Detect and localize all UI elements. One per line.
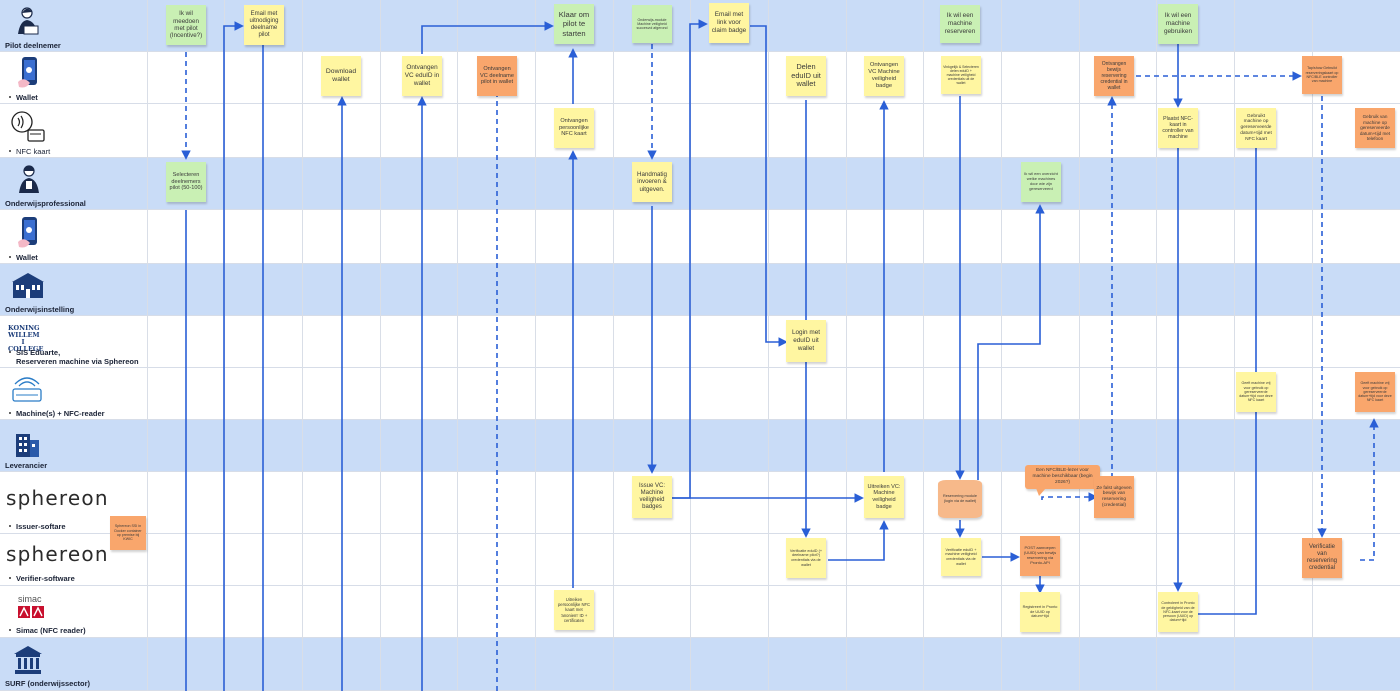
sticky-note[interactable]: Selecteren deelnemers pilot (50-100) bbox=[166, 162, 206, 202]
simac-logo-text: simac bbox=[18, 594, 42, 604]
lane-label-wallet: Wallet bbox=[16, 93, 38, 102]
sticky-note[interactable]: Onderwijs-module Machine veiligheid succ… bbox=[632, 5, 672, 43]
lane-label-nfc-kaart: NFC kaart bbox=[16, 147, 51, 156]
koning-willem-logo-text: KONING WILLEM I COLLEGE bbox=[8, 324, 44, 353]
lane-label-sis-eduarte: SIS Eduarte, bbox=[16, 348, 61, 357]
grid-line bbox=[457, 0, 458, 691]
grid-line bbox=[846, 0, 847, 691]
sticky-note[interactable]: Controleert in Pronto de geldigheid van … bbox=[1158, 592, 1198, 632]
sticky-note[interactable]: Tap/show Gebruikt reserveringskaart op N… bbox=[1302, 56, 1342, 94]
koning-willem-logo: KONING WILLEM I COLLEGE bbox=[8, 325, 44, 353]
sphereon-logo-text: sphereon bbox=[6, 486, 109, 510]
nfc-card-icon bbox=[10, 108, 46, 146]
lane-bg-2 bbox=[0, 52, 1400, 104]
sticky-note[interactable]: Handmatig invoeren & uitgeven. bbox=[632, 162, 672, 202]
lane-label-leverancier: Leverancier bbox=[5, 461, 48, 470]
lane-label-verifier-software: Verifier-software bbox=[16, 574, 75, 583]
sticky-note[interactable]: Email met link voor claim badge bbox=[709, 3, 749, 43]
sticky-note[interactable]: Ik wil een machine gebruiken bbox=[1158, 4, 1198, 44]
machine-reader-icon bbox=[10, 374, 44, 406]
grid-line bbox=[380, 0, 381, 691]
sticky-note[interactable]: Uitreiken persoonlijke NFC kaart met 'an… bbox=[554, 590, 594, 630]
lane-label-issuer-software: Issuer-softare bbox=[16, 522, 66, 531]
sticky-note[interactable]: Plaatst NFC-kaart in controller van mach… bbox=[1158, 108, 1198, 148]
sticky-note[interactable]: POST aanroepen (UUID) van bewijs reserve… bbox=[1020, 536, 1060, 576]
sticky-note[interactable]: Gebruik van machine op gereserveerde dat… bbox=[1355, 108, 1395, 148]
sticky-note[interactable]: Verificatie eduID (+ deelname pilot?) cr… bbox=[786, 538, 826, 578]
school-building-icon bbox=[10, 270, 46, 300]
lane-label-reserveren-machine: Reserveren machine via Sphereon bbox=[16, 357, 139, 366]
lane-label-onderwijsprofessional: Onderwijsprofessional bbox=[5, 199, 86, 208]
lane-label-onderwijsinstelling: Onderwijsinstelling bbox=[5, 305, 75, 314]
lane-bg-4 bbox=[0, 158, 1400, 210]
institution-icon bbox=[12, 644, 44, 676]
sticky-note[interactable]: Ontvangen VC deelname pilot in wallet bbox=[477, 56, 517, 96]
sticky-note[interactable]: Ze falst uitgeven bewijs van reservering… bbox=[1094, 476, 1134, 518]
sticky-note[interactable]: Geeft machine vrij voor gebruik op geres… bbox=[1355, 372, 1395, 412]
person-teacher-icon bbox=[14, 162, 44, 194]
sticky-note[interactable]: Ontvangen VC eduID in wallet bbox=[402, 56, 442, 96]
sticky-note[interactable]: Gebruikt machine op gereserveerde datum+… bbox=[1236, 108, 1276, 148]
sticky-note[interactable]: Klaar om pilot te starten bbox=[554, 4, 594, 44]
lane-label-wallet: Wallet bbox=[16, 253, 38, 262]
office-building-icon bbox=[12, 428, 42, 458]
sticky-note[interactable]: Geeft machine vrij voor gebruik op geres… bbox=[1236, 372, 1276, 412]
grid-line bbox=[1234, 0, 1235, 691]
sticky-note[interactable]: Ik wil meedoen met pilot (Incentive?) bbox=[166, 5, 206, 45]
lane-label-simac: Simac (NFC reader) bbox=[16, 626, 86, 635]
sphereon-logo-text: sphereon bbox=[6, 542, 109, 566]
sticky-note[interactable]: Ik wil een overzicht welke machines door… bbox=[1021, 162, 1061, 202]
person-laptop-icon bbox=[12, 4, 44, 36]
sticky-note[interactable]: Vinkgelijk & Selecteren delen eduID + ma… bbox=[941, 56, 981, 94]
sticky-note[interactable]: Ik wil een machine reserveren bbox=[940, 5, 980, 43]
reservation-module-cylinder[interactable]: Reservering module (login via de wallet) bbox=[938, 480, 982, 518]
grid-line bbox=[613, 0, 614, 691]
lane-bg-10 bbox=[0, 472, 1400, 534]
grid-line bbox=[535, 0, 536, 691]
phone-wallet-icon bbox=[16, 216, 42, 250]
sticky-note[interactable]: Ontvangen persoonlijke NFC kaart bbox=[554, 108, 594, 148]
lane-bg-5 bbox=[0, 210, 1400, 264]
sticky-note[interactable]: Delen eduID uit wallet bbox=[786, 56, 826, 96]
lane-bg-11 bbox=[0, 534, 1400, 586]
sphereon-logo: sphereon bbox=[6, 542, 116, 566]
grid-line bbox=[1312, 0, 1313, 691]
speech-bubble-tail bbox=[1036, 488, 1046, 496]
sticky-note[interactable]: Verificatie van reservering credential bbox=[1302, 538, 1342, 578]
lane-bg-9 bbox=[0, 420, 1400, 472]
grid-line bbox=[768, 0, 769, 691]
sticky-note[interactable]: Download wallet bbox=[321, 56, 361, 96]
grid-line bbox=[923, 0, 924, 691]
sticky-note[interactable]: Login met eduID uit wallet bbox=[786, 320, 826, 362]
lane-bg-7 bbox=[0, 316, 1400, 368]
grid-line bbox=[1156, 0, 1157, 691]
sticky-note[interactable]: Email met uitnodiging deelname pilot bbox=[244, 5, 284, 45]
grid-line bbox=[1001, 0, 1002, 691]
grid-line bbox=[147, 0, 148, 691]
sticky-note[interactable]: Registreert in Pronto de UUID op datum+t… bbox=[1020, 592, 1060, 632]
sticky-note[interactable]: Issue VC: Machine veiligheid badges bbox=[632, 476, 672, 518]
sticky-note[interactable]: Ontvangen bewijs reservering credential … bbox=[1094, 56, 1134, 96]
sticky-note[interactable]: Uitreiken VC: Machine veiligheid badge bbox=[864, 476, 904, 518]
sticky-note[interactable]: Sphereon SSI in Docker container op prem… bbox=[110, 516, 146, 550]
sticky-note[interactable]: Verificatie eduID + machine veiligheid c… bbox=[941, 538, 981, 576]
sticky-note[interactable]: Ontvangen VC Machine veiligheid badge bbox=[864, 56, 904, 96]
sphereon-logo: sphereon bbox=[6, 486, 116, 510]
lane-bg-8 bbox=[0, 368, 1400, 420]
phone-wallet-icon bbox=[16, 56, 42, 90]
lane-bg-6 bbox=[0, 264, 1400, 316]
lane-label-machines-nfc-reader: Machine(s) + NFC-reader bbox=[16, 409, 105, 418]
lane-label-pilot-deelnemer: Pilot deelnemer bbox=[5, 41, 61, 50]
lane-label-surf: SURF (onderwijssector) bbox=[5, 679, 91, 688]
simac-logo: simac bbox=[18, 594, 48, 624]
grid-line bbox=[1079, 0, 1080, 691]
speech-bubble-note[interactable]: Een NFC/BLE-lezer voor machine beschikba… bbox=[1025, 465, 1100, 489]
grid-line bbox=[302, 0, 303, 691]
